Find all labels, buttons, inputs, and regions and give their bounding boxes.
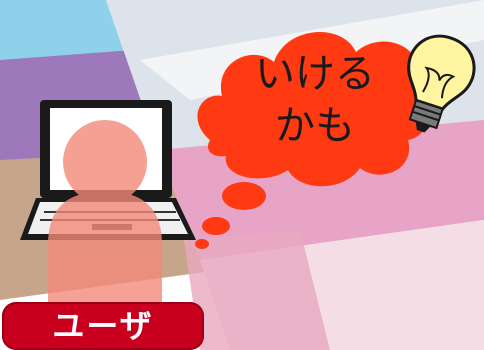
thought-line-1: いける <box>255 51 375 97</box>
lightbulb-icon <box>407 34 476 133</box>
bg-facet-rose <box>184 230 330 350</box>
user-badge: ユーザ <box>2 302 204 350</box>
user-label: ユーザ <box>52 307 154 345</box>
thought-bubble <box>195 31 431 249</box>
person-icon <box>48 120 162 302</box>
thought-line-2: かも <box>275 103 355 149</box>
thought-text: いける かも <box>250 48 380 152</box>
